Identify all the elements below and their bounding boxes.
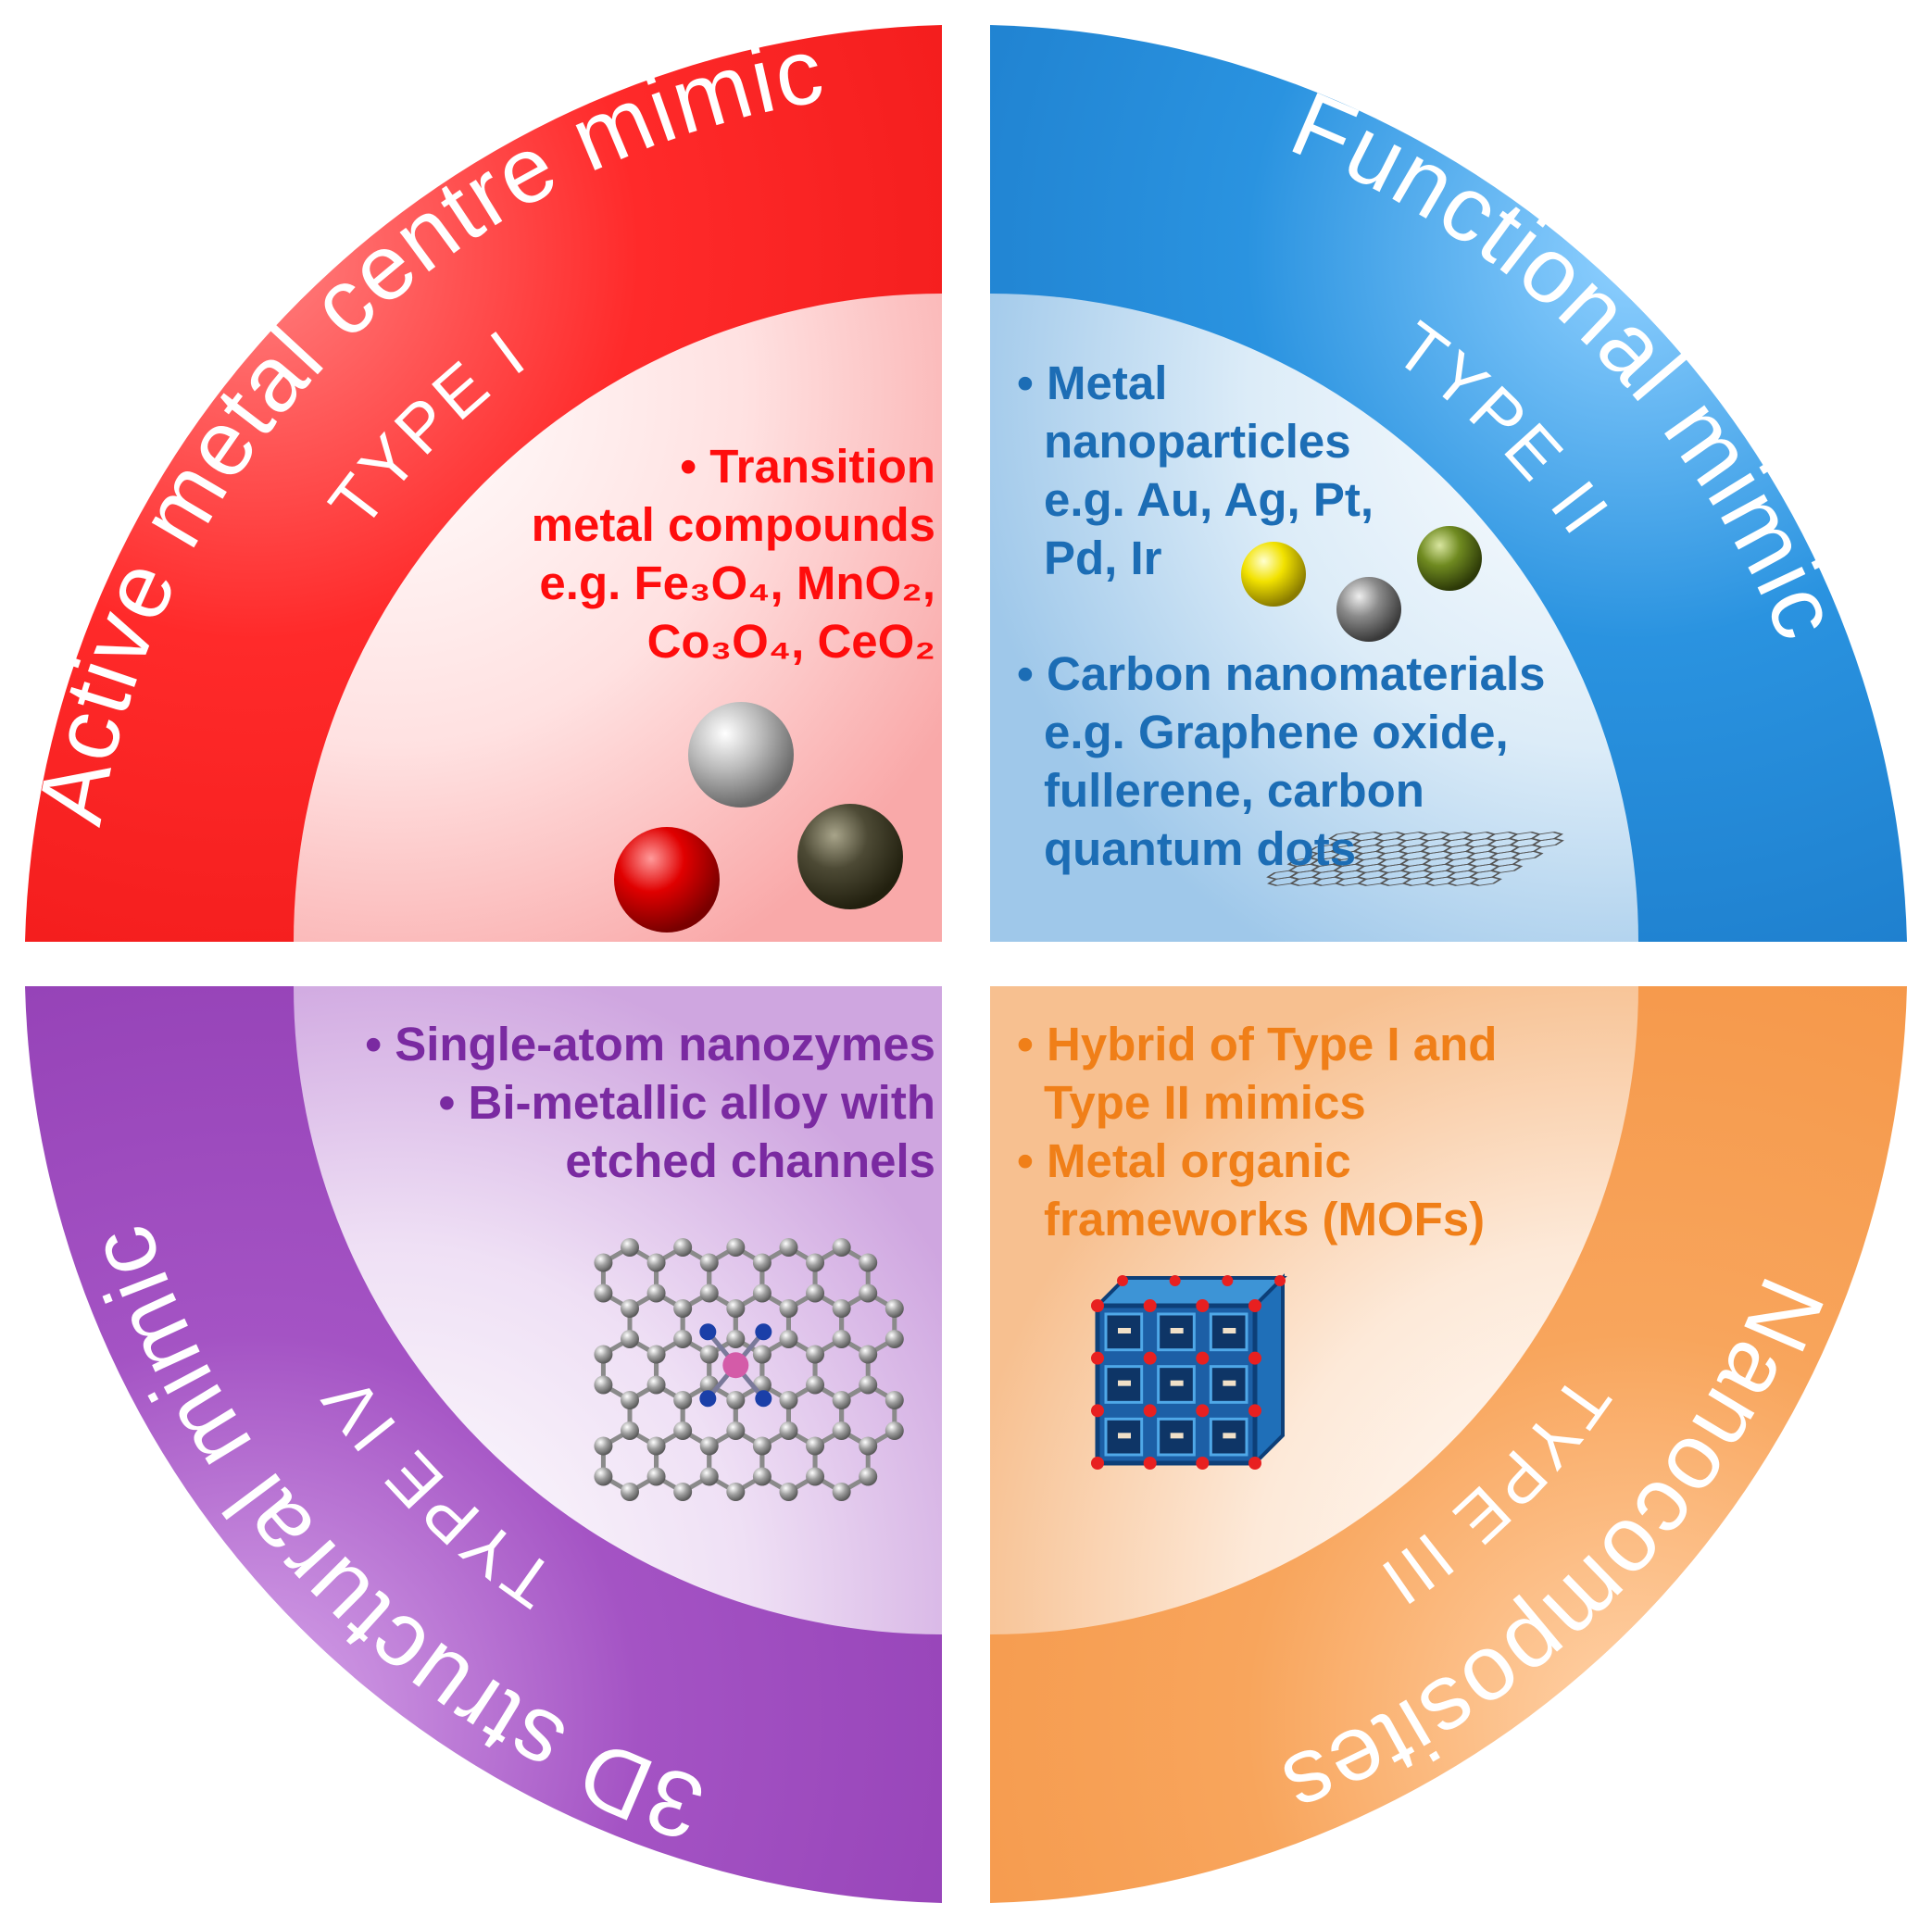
inner-quadrant-type3: [990, 986, 1638, 1634]
grey-sphere: [1336, 577, 1401, 642]
dark-sphere: [797, 804, 903, 909]
type2-bullet-line: nanoparticles: [1044, 415, 1351, 468]
type2-bullet-line: e.g. Au, Ag, Pt,: [1044, 473, 1374, 526]
single-atom-lattice-illustration: [594, 1238, 904, 1501]
type2-bullet-line: Pd, Ir: [1044, 532, 1162, 584]
type1-description: • Transition metal compounds e.g. Fe₃O₄,…: [532, 437, 935, 670]
type2-description-carbon: • Carbon nanomaterials e.g. Graphene oxi…: [1017, 645, 1546, 878]
metal-oxide-spheres-illustration: [614, 702, 903, 933]
inner-quadrant-type4: [294, 986, 942, 1634]
olive-sphere: [1417, 526, 1482, 591]
type2-bullet-line: • Metal: [1017, 357, 1168, 409]
type2-bullet-line: fullerene, carbon: [1044, 764, 1424, 817]
type3-bullet-line: • Hybrid of Type I and: [1017, 1018, 1498, 1070]
type4-bullet-line: • Single-atom nanozymes: [365, 1018, 935, 1070]
yellow-sphere: [1241, 542, 1306, 607]
red-sphere: [614, 827, 720, 933]
type3-description: • Hybrid of Type I and Type II mimics • …: [1017, 1015, 1497, 1248]
type3-bullet-line: frameworks (MOFs): [1044, 1193, 1486, 1246]
type3-bullet-line: • Metal organic: [1017, 1134, 1351, 1187]
type1-bullet-line: e.g. Fe₃O₄, MnO₂,: [539, 557, 935, 609]
type2-bullet-line: e.g. Graphene oxide,: [1044, 706, 1509, 758]
type4-bullet-line: etched channels: [565, 1134, 935, 1187]
type4-description: • Single-atom nanozymes • Bi-metallic al…: [365, 1015, 935, 1190]
type1-bullet-line: Co₃O₄, CeO₂: [646, 615, 935, 668]
mof-cube-illustration: [1091, 1273, 1287, 1470]
type4-bullet-line: • Bi-metallic alloy with: [438, 1076, 935, 1129]
silver-sphere: [688, 702, 794, 808]
graphene-sheet-illustration: [1266, 832, 1564, 886]
metal-nanoparticle-spheres-illustration: [1241, 526, 1482, 642]
type2-bullet-line: • Carbon nanomaterials: [1017, 647, 1546, 700]
type1-bullet-line: metal compounds: [531, 498, 935, 551]
type2-bullet-line: quantum dots: [1044, 822, 1357, 875]
type3-bullet-line: Type II mimics: [1044, 1076, 1366, 1129]
type2-description-metal: • Metal nanoparticles e.g. Au, Ag, Pt, P…: [1017, 354, 1374, 587]
inner-quadrant-type2: [990, 294, 1638, 942]
type1-bullet-line: • Transition: [680, 440, 935, 493]
